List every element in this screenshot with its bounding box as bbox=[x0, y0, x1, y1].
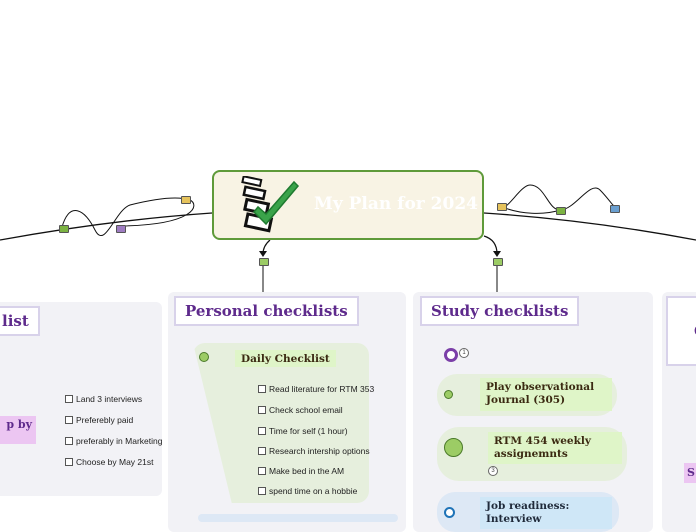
right-panel-title[interactable]: C bbox=[666, 296, 696, 366]
relationship-marker[interactable] bbox=[556, 207, 566, 215]
relationship-marker[interactable] bbox=[497, 203, 507, 211]
next-node-strip bbox=[198, 514, 398, 522]
list-item[interactable]: Choose by May 21st bbox=[65, 457, 153, 467]
list-item[interactable]: Research intership options bbox=[258, 446, 370, 456]
list-item[interactable]: Time for self (1 hour) bbox=[258, 426, 348, 436]
relationship-marker[interactable] bbox=[59, 225, 69, 233]
relationship-marker[interactable] bbox=[181, 196, 191, 204]
checkbox-icon[interactable] bbox=[258, 406, 266, 414]
daily-checklist-marker[interactable] bbox=[199, 352, 209, 362]
list-item[interactable]: preferably in Marketing bbox=[65, 436, 162, 446]
count-badge: 3 bbox=[488, 466, 498, 476]
study-node-marker[interactable] bbox=[444, 507, 455, 518]
central-topic[interactable]: My Plan for 2024 bbox=[212, 170, 484, 240]
checkbox-icon[interactable] bbox=[65, 458, 73, 466]
personal-title[interactable]: Personal checklists bbox=[174, 296, 359, 326]
study-top-marker[interactable] bbox=[444, 348, 458, 362]
list-item[interactable]: spend time on a hobbie bbox=[258, 486, 357, 496]
study-node[interactable]: Job readiness: Interview bbox=[480, 497, 612, 529]
branch-marker[interactable] bbox=[493, 258, 503, 266]
right-node[interactable]: S bbox=[684, 463, 696, 483]
checkbox-icon[interactable] bbox=[65, 395, 73, 403]
checkbox-icon[interactable] bbox=[258, 427, 266, 435]
list-item[interactable]: Preferebly paid bbox=[65, 415, 133, 425]
checkbox-icon[interactable] bbox=[258, 447, 266, 455]
study-title[interactable]: Study checklists bbox=[420, 296, 580, 326]
checkbox-icon[interactable] bbox=[65, 437, 73, 445]
checkbox-icon[interactable] bbox=[65, 416, 73, 424]
count-badge: 1 bbox=[459, 348, 469, 358]
relationship-marker[interactable] bbox=[610, 205, 620, 213]
checkbox-icon[interactable] bbox=[258, 487, 266, 495]
daily-checklist-node[interactable]: Daily Checklist bbox=[235, 350, 336, 367]
study-node[interactable]: RTM 454 weekly assignemnts bbox=[488, 432, 622, 464]
study-node[interactable]: Play observational Journal (305) bbox=[480, 378, 612, 411]
checkbox-icon[interactable] bbox=[258, 467, 266, 475]
relationship-marker[interactable] bbox=[116, 225, 126, 233]
central-title: My Plan for 2024 bbox=[314, 194, 478, 214]
left-node[interactable]: p by bbox=[0, 416, 36, 444]
checklist-icon bbox=[241, 176, 300, 233]
left-panel-title[interactable]: list bbox=[0, 306, 40, 336]
study-node-marker[interactable] bbox=[444, 390, 453, 399]
list-item[interactable]: Land 3 interviews bbox=[65, 394, 142, 404]
checkbox-icon[interactable] bbox=[258, 385, 266, 393]
study-node-marker[interactable] bbox=[444, 438, 463, 457]
list-item[interactable]: Read literature for RTM 353 bbox=[258, 384, 374, 394]
branch-marker[interactable] bbox=[259, 258, 269, 266]
list-item[interactable]: Make bed in the AM bbox=[258, 466, 344, 476]
list-item[interactable]: Check school email bbox=[258, 405, 343, 415]
